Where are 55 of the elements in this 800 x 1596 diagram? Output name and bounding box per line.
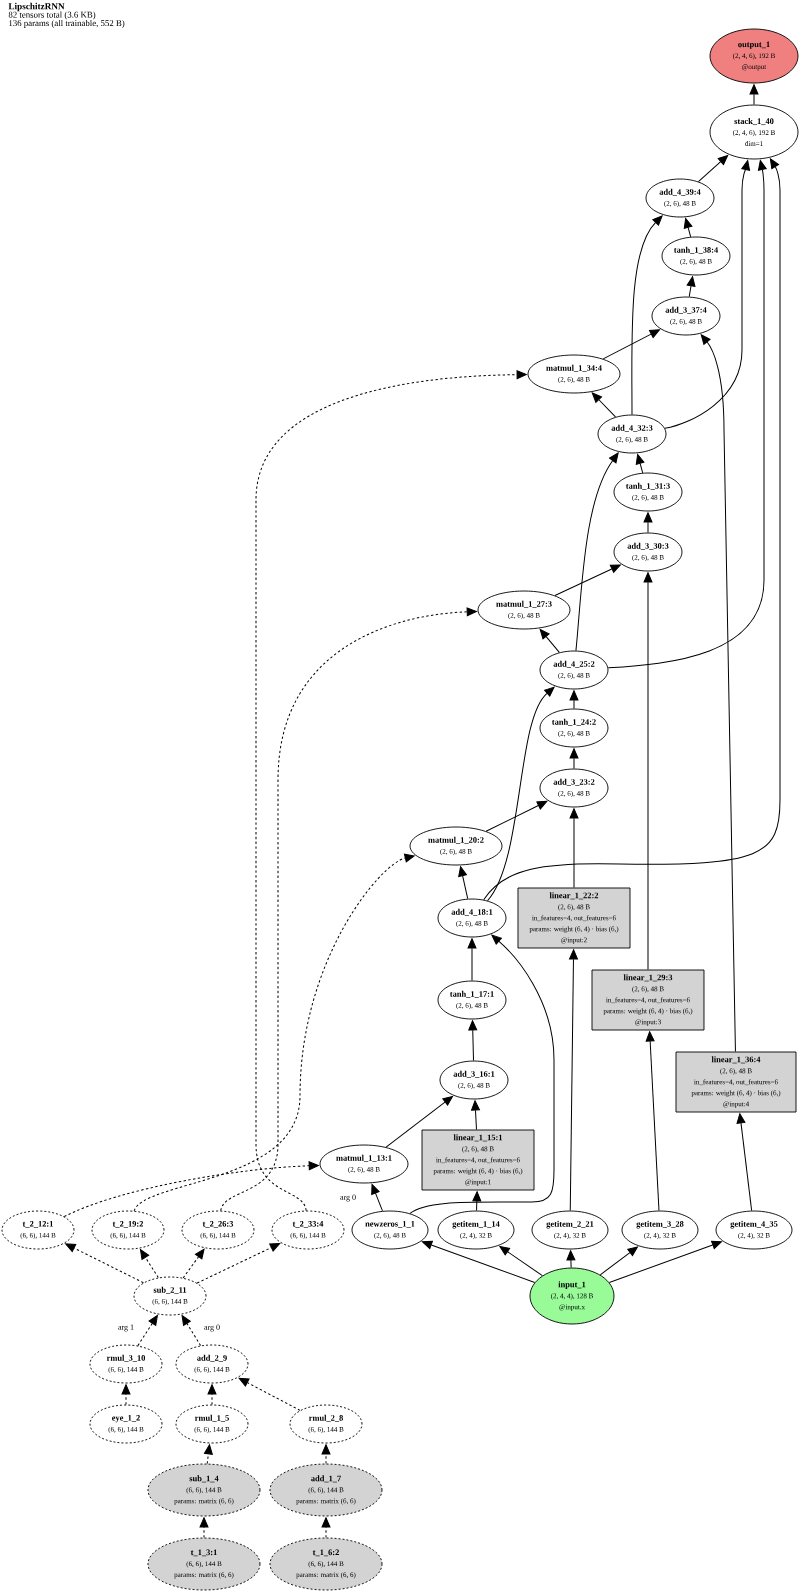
arrow — [631, 215, 663, 416]
arrow — [566, 1250, 576, 1269]
arrow — [749, 84, 759, 106]
arrow — [599, 1246, 638, 1276]
arrow — [575, 452, 619, 652]
arrow — [664, 159, 751, 429]
arrow — [385, 1095, 453, 1148]
arrow — [700, 334, 736, 1053]
arrow — [736, 1113, 753, 1212]
dashed-arrow — [63, 1161, 319, 1218]
dashed-arrow — [181, 1315, 202, 1347]
arrow — [569, 690, 579, 710]
dashed-arrow — [321, 1444, 331, 1465]
arrow — [607, 159, 767, 669]
arrow — [421, 1240, 536, 1283]
dashed-arrow — [196, 1243, 281, 1284]
arrow — [487, 686, 555, 902]
arrow — [539, 628, 560, 653]
arrow — [697, 154, 729, 183]
arrow — [643, 512, 653, 534]
arrow — [569, 808, 579, 889]
arrow — [485, 800, 548, 832]
arrow — [608, 1240, 723, 1283]
dashed-arrow — [199, 1517, 209, 1539]
arrow — [686, 276, 696, 298]
arrow — [468, 1020, 478, 1062]
dashed-arrow — [133, 853, 415, 1212]
arrow — [569, 949, 578, 1212]
arrow — [602, 329, 660, 360]
dashed-arrow — [203, 1444, 213, 1465]
arrow — [371, 1183, 383, 1212]
arrow — [645, 1031, 660, 1212]
arrow — [499, 1245, 543, 1277]
dashed-arrow — [220, 607, 477, 1212]
arrow — [472, 1191, 482, 1212]
arrow — [458, 866, 469, 900]
dashed-arrow — [139, 1249, 159, 1279]
dashed-arrow — [321, 1517, 331, 1539]
dashed-arrow — [238, 1377, 301, 1411]
arrow — [409, 934, 555, 1214]
arrow — [643, 572, 653, 971]
arrow — [483, 158, 781, 901]
dashed-arrow — [255, 370, 527, 1212]
arrow — [569, 748, 579, 770]
dashed-arrow — [65, 1243, 144, 1284]
arrow — [467, 938, 477, 982]
dashed-arrow — [182, 1248, 205, 1279]
arrow — [635, 453, 645, 474]
arrow — [471, 1100, 480, 1131]
arrow — [683, 218, 693, 238]
arrow — [591, 392, 616, 418]
dashed-arrow — [121, 1384, 131, 1406]
arrow — [554, 564, 621, 596]
dashed-arrow — [137, 1315, 158, 1347]
dashed-arrow — [207, 1384, 217, 1406]
